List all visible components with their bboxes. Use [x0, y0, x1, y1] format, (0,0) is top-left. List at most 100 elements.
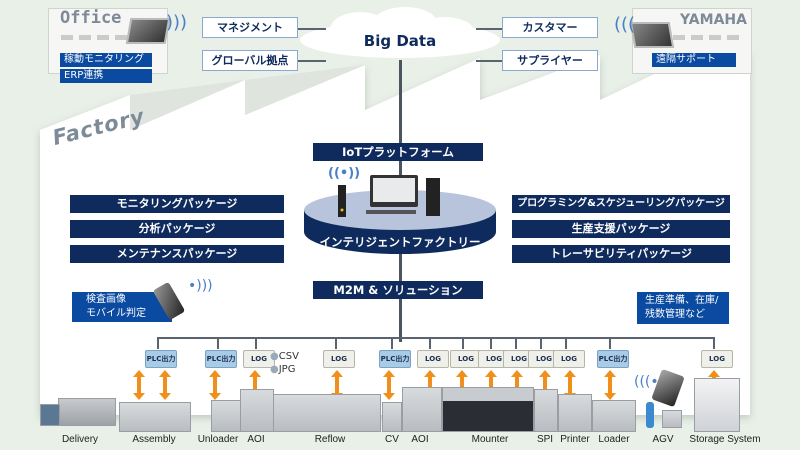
wifi-icon: (((• [634, 374, 659, 390]
bidirectional-arrow-icon [564, 370, 576, 400]
label-cv: CV [385, 434, 399, 445]
mounter-machine [442, 387, 534, 432]
inventory-note-line1: 生産準備、在庫/ [645, 295, 719, 306]
log-node: LOG [550, 348, 585, 368]
connector [476, 28, 502, 30]
unloader-machine [211, 400, 241, 432]
wifi-icon: ))) [166, 12, 188, 33]
wifi-icon: ((( [614, 14, 636, 35]
log-node: LOG [475, 348, 510, 368]
bus-drop-line [565, 337, 567, 349]
aoi-machine [240, 389, 274, 432]
cloud-icon [300, 7, 500, 58]
inventory-note-line2: 残数管理など [645, 309, 705, 320]
log-node: LOG [698, 348, 733, 368]
label-aoi: AOI [247, 434, 265, 445]
cloud-box-global: グローバル拠点 [202, 50, 298, 71]
bidirectional-arrow-icon [159, 370, 171, 400]
package-programming: プログラミング&スケジューリングパッケージ [512, 195, 730, 213]
format-csv-label: CSV [278, 351, 299, 362]
mobile-inspection-note: 検査画像 モバイル判定 [72, 292, 172, 322]
iot-platform-label: IoTプラットフォーム [313, 143, 483, 161]
truck-cab [40, 404, 60, 426]
intelligent-factory-hub [304, 175, 496, 254]
format-jpg-label: JPG [278, 364, 296, 375]
log-node: LOG [500, 348, 535, 368]
connector [298, 60, 326, 62]
delivery-truck [58, 398, 116, 426]
plc-output-node: PLC出力 [142, 348, 177, 368]
format-csv: ●CSV [270, 351, 299, 362]
agv-vehicle [662, 410, 682, 428]
laptop-icon [629, 22, 675, 48]
bidirectional-arrow-icon [209, 370, 221, 400]
format-jpg: ●JPG [270, 364, 296, 375]
bus-drop-line [429, 337, 431, 349]
bus-drop-line [462, 337, 464, 349]
m2m-label: M2M & ソリューション [313, 281, 483, 299]
cloud-box-supplier: サプライヤー [502, 50, 598, 71]
laptop-icon [125, 18, 171, 44]
hub-label: インテリジェントファクトリー [319, 235, 481, 249]
plc-output-node: PLC出力 [202, 348, 237, 368]
aoi-machine-2 [402, 387, 442, 432]
label-delivery: Delivery [61, 434, 99, 445]
label-mounter: Mounter [471, 434, 509, 445]
package-monitoring: モニタリングパッケージ [70, 195, 284, 213]
bus-drop-line [391, 337, 393, 349]
big-data-label: Big Data [363, 32, 437, 50]
label-reflow: Reflow [314, 434, 346, 445]
bidirectional-arrow-icon [383, 370, 395, 400]
plc-output-node: PLC出力 [376, 348, 411, 368]
log-node: LOG [414, 348, 449, 368]
assembly-machine [119, 402, 191, 432]
bus-drop-line [157, 337, 159, 349]
bus-drop-line [255, 337, 257, 349]
mobile-note-line2: モバイル判定 [86, 308, 146, 319]
label-storage-system: Storage System [689, 434, 761, 445]
label-unloader: Unloader [197, 434, 239, 445]
wifi-icon: ((•)) [328, 166, 361, 181]
data-bus [158, 337, 714, 339]
plc-output-node: PLC出力 [594, 348, 629, 368]
label-loader: Loader [598, 434, 630, 445]
package-analysis: 分析パッケージ [70, 220, 284, 238]
bidirectional-arrow-icon [604, 370, 616, 400]
operator-figure [646, 402, 654, 428]
connector [298, 28, 326, 30]
bus-drop-line [540, 337, 542, 349]
office-badge-erp: ERP連携 [60, 69, 152, 83]
yamaha-badge-remote: 遠隔サポート [652, 53, 736, 67]
yamaha-title: YAMAHA [680, 12, 747, 28]
package-maintenance: メンテナンスパッケージ [70, 245, 284, 263]
bus-drop-line [335, 337, 337, 349]
mobile-note-line1: 検査画像 [86, 294, 126, 305]
cloud-box-customer: カスタマー [502, 17, 598, 38]
label-agv: AGV [652, 434, 674, 445]
bidirectional-arrow-icon [331, 370, 343, 400]
bus-drop-line [490, 337, 492, 349]
office-badge-monitoring: 稼動モニタリング [60, 53, 152, 67]
storage-system [694, 378, 740, 432]
wifi-icon: •))) [188, 278, 213, 294]
reflow-machine [273, 394, 381, 432]
bus-drop-line [217, 337, 219, 349]
bidirectional-arrow-icon [133, 370, 145, 400]
label-spi: SPI [536, 434, 554, 445]
log-node: LOG [320, 348, 355, 368]
spi-machine [534, 389, 558, 432]
loader-machine [592, 400, 636, 432]
cv-machine [382, 402, 402, 432]
bus-drop-line [609, 337, 611, 349]
label-assembly: Assembly [132, 434, 176, 445]
cloud-box-management: マネジメント [202, 17, 298, 38]
connector [476, 60, 502, 62]
package-production-support: 生産支援パッケージ [512, 220, 730, 238]
log-node: LOG [240, 348, 275, 368]
label-aoi-2: AOI [411, 434, 429, 445]
label-printer: Printer [560, 434, 590, 445]
package-traceability: トレーサビリティパッケージ [512, 245, 730, 263]
office-title: Office [60, 8, 122, 28]
printer-machine [558, 394, 592, 432]
inventory-note: 生産準備、在庫/ 残数管理など [637, 292, 729, 324]
